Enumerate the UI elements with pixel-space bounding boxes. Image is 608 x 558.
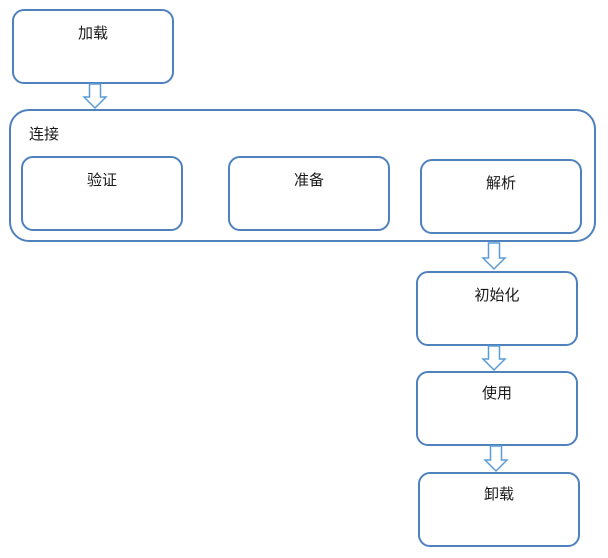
stage-initialize-box: 初始化 bbox=[416, 271, 578, 346]
stage-use-box: 使用 bbox=[416, 371, 578, 446]
stage-verify-box: 验证 bbox=[21, 156, 183, 231]
arrow-down-icon bbox=[481, 345, 507, 372]
stage-resolve-box: 解析 bbox=[420, 159, 582, 234]
stage-prepare-box: 准备 bbox=[228, 156, 390, 231]
arrow-down-icon bbox=[481, 242, 507, 271]
stage-resolve-label: 解析 bbox=[485, 174, 516, 192]
stage-link-label: 连接 bbox=[29, 125, 60, 143]
stage-unload-label: 卸载 bbox=[483, 485, 514, 503]
arrow-down-icon bbox=[483, 445, 509, 473]
stage-load-label: 加载 bbox=[77, 24, 108, 42]
stage-unload-box: 卸载 bbox=[418, 472, 580, 547]
stage-verify-label: 验证 bbox=[86, 171, 117, 189]
stage-load-box: 加载 bbox=[12, 9, 174, 84]
arrow-down-icon bbox=[82, 83, 108, 110]
stage-prepare-label: 准备 bbox=[293, 171, 324, 189]
stage-initialize-label: 初始化 bbox=[474, 286, 520, 304]
stage-use-label: 使用 bbox=[481, 384, 512, 402]
